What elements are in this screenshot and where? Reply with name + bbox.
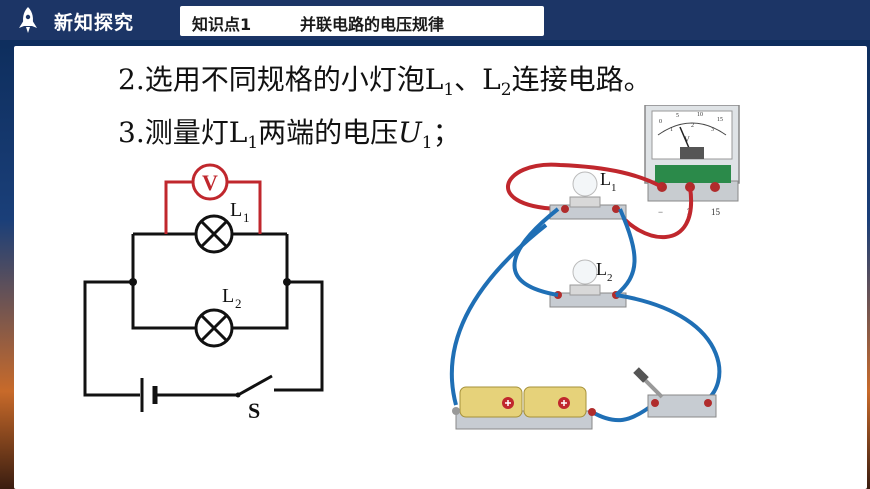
- lamp2-symbol: [194, 308, 234, 348]
- svg-text:V: V: [684, 135, 690, 144]
- lamp2-device: [549, 259, 627, 308]
- step-2-text: 2.选用不同规格的小灯泡L1、L2连接电路。: [118, 63, 652, 100]
- svg-text:1: 1: [611, 182, 617, 194]
- voltmeter-label: V: [202, 170, 218, 195]
- svg-text:−: −: [658, 207, 663, 217]
- lamp1-device-label: L: [600, 169, 611, 189]
- topic-title: 并联电路的电压规律: [300, 15, 445, 34]
- header-bar: 新知探究 知识点1 并联电路的电压规律: [0, 0, 870, 40]
- step-3-text: 3.测量灯L1两端的电压U1；: [118, 116, 461, 153]
- circuit-schematic: V L 1 L 2 S: [83, 163, 324, 423]
- voltmeter-symbol: [191, 163, 229, 201]
- svg-text:15: 15: [717, 117, 723, 123]
- rocket-icon: [19, 7, 37, 33]
- battery-symbol: [140, 378, 158, 412]
- lamp2-device-label: L: [596, 259, 607, 279]
- switch-symbol: [235, 374, 273, 398]
- svg-text:15: 15: [711, 207, 721, 217]
- switch-device: [633, 367, 717, 418]
- topic-box: 知识点1 并联电路的电压规律: [180, 6, 544, 36]
- battery-device: [452, 386, 596, 430]
- lamp1-sub: 1: [243, 210, 250, 225]
- svg-text:3: 3: [711, 127, 714, 133]
- svg-text:5: 5: [676, 113, 679, 119]
- section-title: 新知探究: [54, 12, 135, 34]
- voltmeter-device: 0 5 10 15 1 2 3 V − 3 15: [644, 105, 740, 217]
- apparatus-illustration: 0 5 10 15 1 2 3 V − 3 15 L 1 L 2: [449, 105, 740, 430]
- svg-text:2: 2: [607, 272, 613, 284]
- svg-text:0: 0: [659, 119, 662, 125]
- lamp1-device: [549, 171, 627, 220]
- svg-text:10: 10: [697, 112, 703, 118]
- lamp2-sub: 2: [235, 296, 242, 311]
- lamp1-symbol: [194, 214, 234, 254]
- switch-label: S: [248, 398, 260, 423]
- lamp2-label: L: [222, 285, 234, 307]
- svg-text:1: 1: [670, 127, 673, 133]
- topic-tag: 知识点1: [192, 15, 252, 34]
- svg-text:2: 2: [691, 123, 694, 129]
- lamp1-label: L: [230, 199, 242, 221]
